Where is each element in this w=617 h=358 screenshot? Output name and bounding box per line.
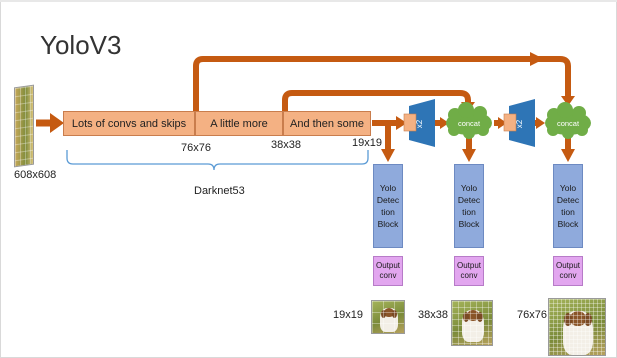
slide-top-border xyxy=(0,0,617,2)
input-size-label: 608x608 xyxy=(14,169,57,181)
backbone-segment-1: Lots of convs and skips xyxy=(63,111,195,136)
upsample1-to-concat1-head xyxy=(440,117,449,129)
output-image-76 xyxy=(548,298,606,356)
output-image-38 xyxy=(451,300,493,346)
output-conv-38: Output conv xyxy=(454,256,484,286)
skip76-arrow xyxy=(193,56,571,111)
detection-block-38: Yolo Detec tion Block xyxy=(454,164,484,248)
output-conv-76: Output conv xyxy=(553,256,583,286)
output-image-19 xyxy=(371,300,405,334)
upsample-block-1: x2 xyxy=(403,99,435,147)
concat1-to-upsample2-head xyxy=(498,117,507,129)
output-scale-label-38: 38x38 xyxy=(418,309,448,321)
output-conv-19: Output conv xyxy=(373,256,403,286)
upsample2-to-concat2-head xyxy=(536,117,545,129)
output-scale-label-19: 19x19 xyxy=(333,309,363,321)
skip38-arrow xyxy=(282,90,471,111)
input-arrow-head xyxy=(50,113,64,133)
concat2-down-head xyxy=(561,149,575,162)
upsample-2-label: x2 xyxy=(515,119,524,128)
detection-block-19: Yolo Detec tion Block xyxy=(373,164,403,248)
backbone-segment-2: A little more xyxy=(195,111,283,136)
skip76-head xyxy=(561,96,575,106)
scale19-down-head xyxy=(381,149,395,162)
concat-node-2: concat xyxy=(545,102,591,139)
scale-label-76: 76x76 xyxy=(181,142,211,154)
upsample-1-label: x2 xyxy=(415,119,424,128)
slide-title: YoloV3 xyxy=(40,30,122,60)
darknet53-bracket xyxy=(66,150,369,171)
skip76-mid-head xyxy=(530,52,544,66)
scale-label-38: 38x38 xyxy=(271,139,301,151)
output-scale-label-76: 76x76 xyxy=(517,309,547,321)
darknet53-label: Darknet53 xyxy=(194,185,245,197)
concat-node-1: concat xyxy=(446,102,492,139)
concat-1-label: concat xyxy=(458,119,481,128)
detection-block-76: Yolo Detec tion Block xyxy=(553,164,583,248)
backbone-to-upsample1-head xyxy=(396,116,407,130)
concat1-down-head xyxy=(462,149,476,162)
backbone-segment-3: And then some xyxy=(283,111,371,136)
concat-2-label: concat xyxy=(557,119,580,128)
scale-label-19: 19x19 xyxy=(352,137,382,149)
upsample-block-2: x2 xyxy=(503,99,535,147)
